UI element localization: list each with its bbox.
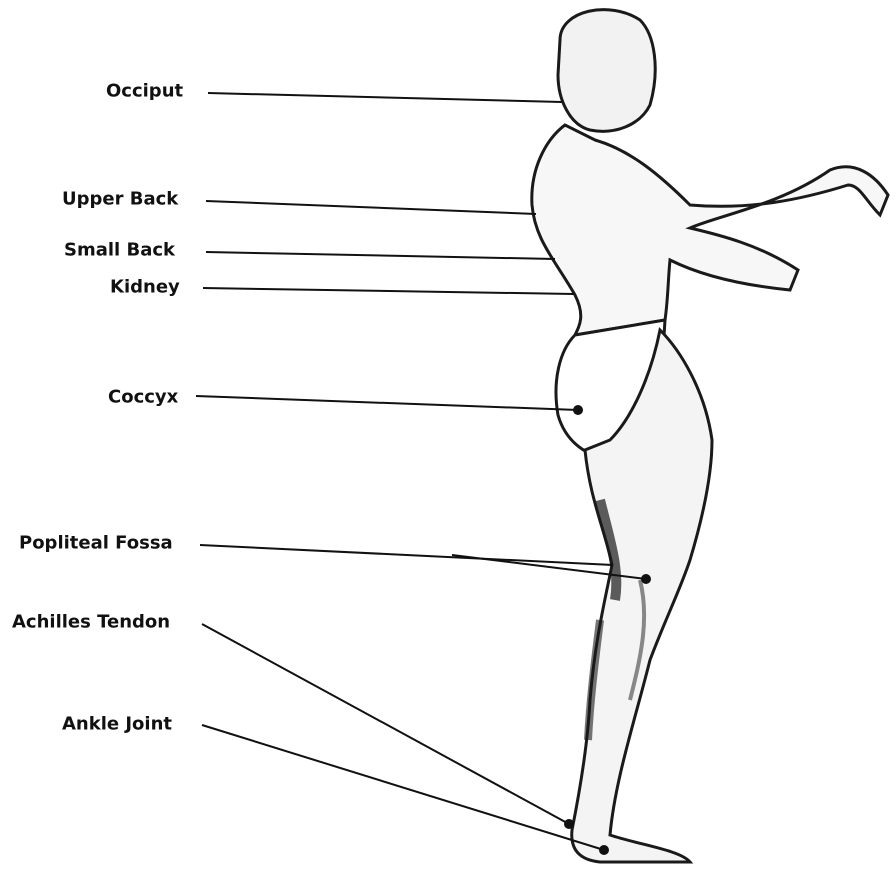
leader-line-upper-back bbox=[206, 201, 536, 214]
leader-line-occiput bbox=[208, 93, 562, 102]
head-shape bbox=[558, 10, 655, 132]
label-coccyx: Coccyx bbox=[108, 387, 178, 408]
marker-ankle-joint bbox=[599, 845, 609, 855]
body-figure bbox=[532, 10, 888, 862]
leader-line-achilles-tendon bbox=[202, 624, 569, 824]
leader-line-kidney bbox=[203, 288, 574, 294]
leader-line-ankle-joint bbox=[202, 725, 604, 850]
marker-popliteal-fossa bbox=[641, 574, 651, 584]
label-upper-back: Upper Back bbox=[62, 189, 178, 210]
marker-coccyx bbox=[573, 405, 583, 415]
label-kidney: Kidney bbox=[110, 277, 180, 298]
label-small-back: Small Back bbox=[64, 240, 175, 261]
label-popliteal-fossa: Popliteal Fossa bbox=[19, 533, 173, 554]
label-achilles-tendon: Achilles Tendon bbox=[12, 612, 170, 633]
torso-shape bbox=[532, 125, 888, 335]
label-occiput: Occiput bbox=[106, 81, 183, 102]
label-ankle-joint: Ankle Joint bbox=[62, 714, 172, 735]
marker-achilles-tendon bbox=[564, 819, 574, 829]
leader-line-coccyx bbox=[196, 396, 578, 410]
leader-line-popliteal-fossa-a bbox=[200, 545, 613, 565]
leader-line-small-back bbox=[206, 252, 555, 259]
